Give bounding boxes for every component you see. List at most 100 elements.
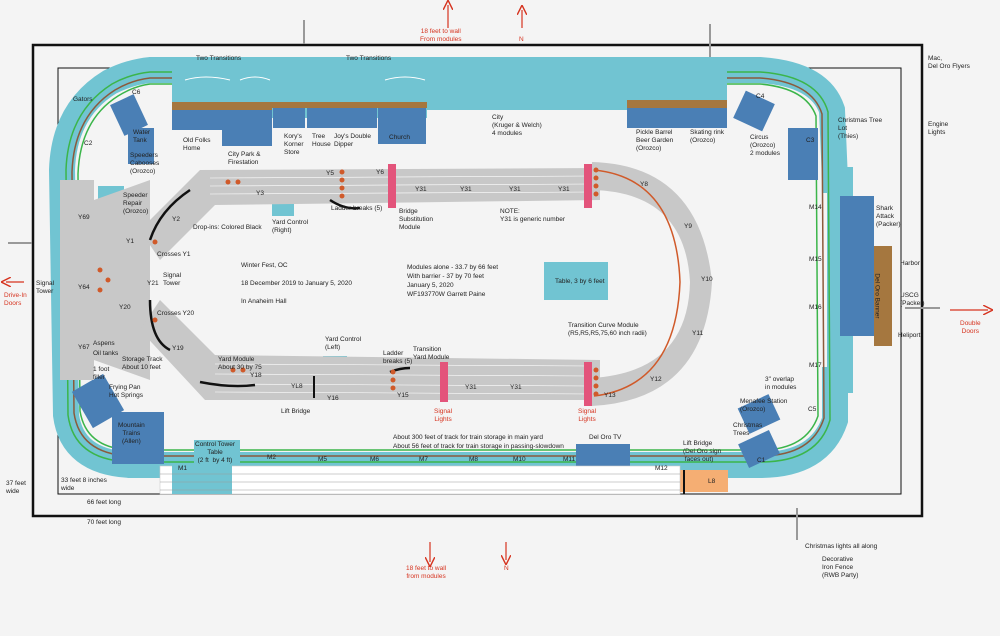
module-outline	[57, 67, 902, 495]
transitions-left: Two Transitions	[196, 55, 242, 62]
module-m12: M12	[655, 465, 668, 472]
iron-fence: Decorative Iron Fence (RWB Party)	[822, 556, 859, 579]
module-m16: M16	[809, 304, 822, 311]
event-dates: 18 December 2019 to January 5, 2020	[241, 280, 352, 287]
crosses-y20: Crosses Y20	[157, 310, 195, 317]
crosses-y1: Crosses Y1	[157, 251, 191, 258]
shark-attack: Shark Attack (Packer)	[876, 205, 901, 228]
yard-y1: Y1	[126, 238, 134, 245]
module-m2: M2	[267, 454, 277, 461]
harbor: Harbor	[900, 260, 920, 267]
joys-dipper: Joy's Double Dipper	[334, 133, 372, 148]
frying-pan: Frying Pan Hot Springs	[109, 384, 143, 399]
lift-bridge-right: Lift Bridge (Del Oro sign faces out)	[683, 440, 722, 463]
korys-korner: Kory's Korner Store	[284, 133, 304, 156]
module-c5: C5	[808, 406, 817, 413]
yard-module: Yard Module About 30 by 75	[218, 356, 262, 371]
storage-track: Storage Track About 10 feet	[122, 356, 163, 371]
wf-number: WF193770W Garrett Paine	[407, 291, 486, 298]
yard-y8: Y8	[640, 181, 648, 188]
bridge-substitution: Bridge Substitution Module	[399, 208, 433, 231]
yard-control-left: Yard Control (Left)	[325, 336, 362, 351]
table-rect	[544, 262, 608, 300]
bottom-north: N	[504, 565, 509, 572]
city-module: City (Kruger & Welch) 4 modules	[492, 114, 542, 137]
signal-lights-a: Signal Lights	[434, 408, 453, 423]
drive-in-doors: Drive-In Doors	[4, 292, 27, 307]
speeder-repair: Speeder Repair (Orozco)	[123, 192, 149, 215]
yard-y9: Y9	[684, 223, 692, 230]
yard-y13: Y13	[604, 392, 616, 399]
module-c1: C1	[757, 457, 766, 464]
mac-del-oro-flyers: Mac, Del Oro Flyers	[928, 55, 970, 70]
winter-fest: Winter Fest, OC	[241, 262, 288, 269]
signal-lights-b: Signal Lights	[578, 408, 597, 423]
uscg: USCG (Packer)	[900, 292, 925, 307]
christmas-tree-lot: Christmas Tree Lot (Thies)	[838, 117, 883, 140]
water-tank: Water Tank	[133, 129, 151, 144]
yard-control-right: Yard Control (Right)	[272, 219, 309, 234]
control-tower-table: Control Tower Table (2 ft by 4 ft)	[195, 441, 235, 464]
yard-y12: Y12	[650, 376, 662, 383]
jan-5-date: January 5, 2020	[407, 282, 454, 289]
yard-y19: Y19	[172, 345, 184, 352]
del-oro-banner: Del Oro Banner	[873, 273, 881, 319]
yard-y64: Y64	[78, 284, 90, 291]
yard-y10: Y10	[701, 276, 713, 283]
transition-curve: Transition Curve Module (R5,R5,R5,75,60 …	[568, 322, 647, 337]
top-north: N	[519, 36, 524, 43]
storage-passing: About 56 feet of track for train storage…	[393, 443, 564, 450]
module-m11: M11	[563, 456, 576, 463]
yard-y31-top4: Y31	[558, 186, 570, 193]
church: Church	[389, 134, 410, 141]
yard-y18: Y18	[250, 372, 262, 379]
length-66: 66 feet long	[87, 499, 121, 506]
mountain-trains: Mountain Trains (Allen)	[118, 422, 145, 445]
width-33: 33 feet 8 inches wide	[61, 477, 107, 492]
yard-y31-bottom1: Y31	[465, 384, 477, 391]
yard-y5: Y5	[326, 170, 334, 177]
yard-y31-bottom2: Y31	[510, 384, 522, 391]
with-barrier: With barrier - 37 by 70 feet	[407, 273, 484, 280]
yard-y16: Y16	[327, 395, 339, 402]
yard-y67: Y67	[78, 344, 90, 351]
christmas-trees: Christmas Trees	[733, 422, 763, 437]
yard-y69: Y69	[78, 214, 90, 221]
aspens: Aspens	[93, 340, 115, 347]
module-c6: C6	[132, 89, 141, 96]
module-m1: M1	[178, 465, 188, 472]
table-label: Table, 3 by 6 feet	[555, 278, 605, 285]
pickle-barrel: Pickle Barrel Beer Garden (Orozco)	[636, 129, 674, 152]
top-wall-note: 18 feet to wall From modules	[420, 28, 462, 43]
del-oro-tv: Del Oro TV	[589, 434, 622, 441]
width-37: 37 feet wide	[6, 480, 26, 495]
yard-y31-top3: Y31	[509, 186, 521, 193]
module-c3: C3	[806, 137, 815, 144]
lift-bridge-left: Lift Bridge	[281, 408, 311, 415]
oil-tanks: Oil tanks	[93, 350, 119, 357]
module-m7: M7	[419, 456, 429, 463]
ladder-breaks-top: Ladder breaks (5)	[331, 205, 383, 212]
skating-rink: Skating rink (Orozco)	[690, 129, 724, 144]
tree-house: Tree House	[312, 133, 331, 148]
menafee-station: Menafee Station (Orozco)	[740, 398, 788, 413]
overlap-note: 3" overlap in modules	[765, 376, 797, 391]
yard-y31-top2: Y31	[460, 186, 472, 193]
bottom-wall-note: 18 feet to wall from modules	[406, 565, 447, 580]
heliport: Heliport	[898, 332, 921, 339]
module-m5: M5	[318, 456, 328, 463]
gators: Gators	[73, 96, 93, 103]
module-l8: L8	[708, 478, 716, 485]
drop-ins-note: Drop-ins: Colored Black	[193, 224, 262, 231]
yard-y2: Y2	[172, 216, 180, 223]
yard-y11: Y11	[692, 330, 704, 337]
module-m14: M14	[809, 204, 822, 211]
yard-y15: Y15	[397, 392, 409, 399]
yard-y6: Y6	[376, 169, 384, 176]
yard-y3: Y3	[256, 190, 264, 197]
module-m15: M15	[809, 256, 822, 263]
city-park: City Park & Firestation	[228, 151, 261, 166]
module-yl8: YL8	[291, 383, 303, 390]
length-70: 70 feet long	[87, 519, 121, 526]
